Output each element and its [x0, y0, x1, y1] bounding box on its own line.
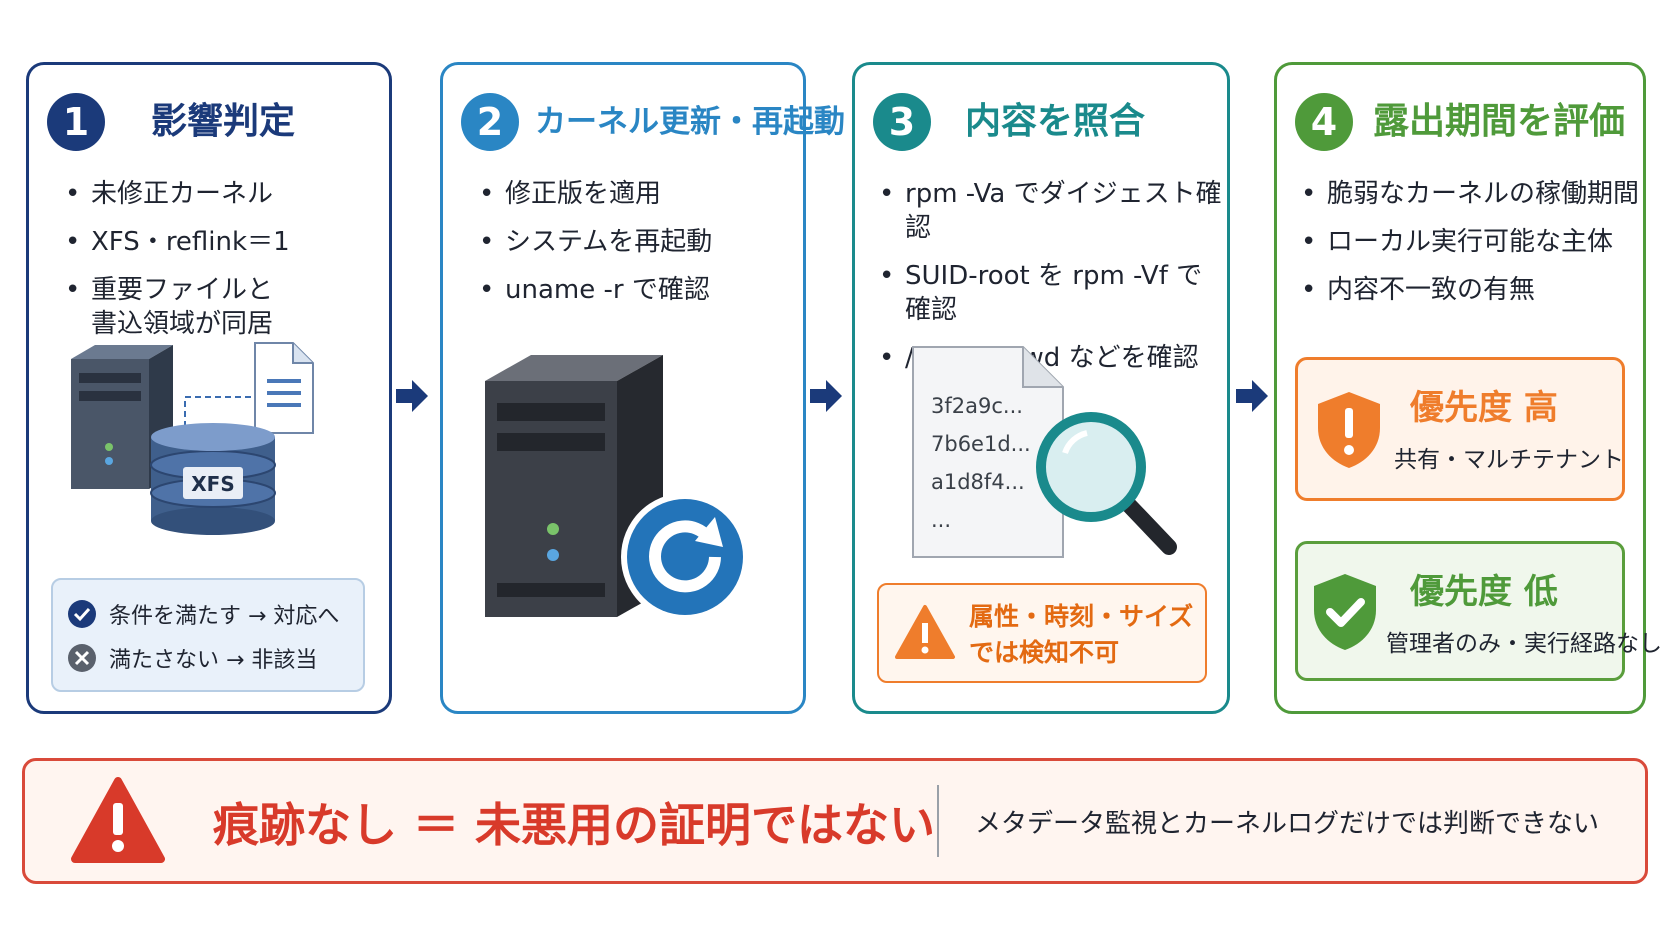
arrow-right-icon	[1236, 380, 1268, 412]
priority-high-box: 優先度 高 共有・マルチテナント	[1295, 357, 1625, 501]
hash-line: ...	[931, 508, 951, 532]
check-circle-icon	[68, 600, 96, 628]
condition-box: 条件を満たす → 対応へ 満たさない → 非該当	[51, 578, 365, 692]
list-item: XFS・reflink＝1	[65, 225, 290, 259]
priority-subtitle: 共有・マルチテナント	[1394, 447, 1624, 473]
magnifier-icon	[1036, 412, 1177, 555]
list-item: 修正版を適用	[479, 177, 712, 211]
priority-subtitle: 管理者のみ・実行経路なし	[1386, 631, 1662, 657]
panel-impact-assessment: 1 影響判定 未修正カーネル XFS・reflink＝1 重要ファイルと 書込領…	[26, 62, 392, 714]
panel-title: カーネル更新・再起動	[535, 104, 845, 140]
list-item: ローカル実行可能な主体	[1301, 225, 1639, 259]
list-item: 内容不一致の有無	[1301, 273, 1639, 307]
list-item: SUID-root を rpm -Vf で確認	[879, 259, 1227, 327]
list-item: 脆弱なカーネルの稼働期間	[1301, 177, 1639, 211]
server-restart-illustration	[485, 355, 749, 621]
list-item: 重要ファイルと 書込領域が同居	[65, 273, 290, 341]
shield-check-icon	[1314, 574, 1376, 650]
disk-label: XFS	[191, 472, 235, 496]
warning-text: 属性・時刻・サイズ では検知不可	[969, 602, 1194, 667]
condition-text: 満たさない → 非該当	[109, 648, 318, 673]
condition-not-met-row: 満たさない → 非該当	[67, 640, 317, 676]
step-number-badge: 3	[873, 93, 931, 151]
panel-content-verification: 3 内容を照合 rpm -Va でダイジェスト確認 SUID-root を rp…	[852, 62, 1230, 714]
panel-exposure-evaluation: 4 露出期間を評価 脆弱なカーネルの稼働期間 ローカル実行可能な主体 内容不一致…	[1274, 62, 1662, 714]
alert-triangle-icon	[71, 777, 165, 863]
warning-triangle-icon	[895, 605, 955, 659]
banner-headline: 痕跡なし ＝ 未悪用の証明ではない	[213, 798, 936, 852]
list-item: システムを再起動	[479, 225, 712, 259]
hash-line: 3f2a9c...	[931, 394, 1023, 418]
bullet-list: 未修正カーネル XFS・reflink＝1 重要ファイルと 書込領域が同居	[65, 177, 290, 355]
list-item: 未修正カーネル	[65, 177, 290, 211]
divider	[937, 785, 939, 857]
arrow-right-icon	[396, 380, 428, 412]
hash-file-illustration: 3f2a9c... 7b6e1d... a1d8f4... ...	[912, 346, 1177, 558]
restart-icon	[621, 493, 749, 621]
panel-kernel-update: 2 カーネル更新・再起動 修正版を適用 システムを再起動 uname -r で確…	[440, 62, 845, 714]
disk-icon: XFS	[150, 423, 276, 535]
bullet-list: 修正版を適用 システムを再起動 uname -r で確認	[479, 177, 712, 321]
server-disk-file-illustration: XFS	[71, 342, 314, 535]
bullet-list: 脆弱なカーネルの稼働期間 ローカル実行可能な主体 内容不一致の有無	[1301, 177, 1639, 321]
condition-text: 条件を満たす → 対応へ	[109, 604, 340, 629]
step-number-badge: 1	[47, 93, 105, 151]
shield-alert-icon	[1318, 392, 1380, 468]
step-number-badge: 2	[461, 93, 519, 151]
list-item: rpm -Va でダイジェスト確認	[879, 177, 1227, 245]
hash-line: a1d8f4...	[931, 470, 1025, 494]
panel-title: 内容を照合	[965, 101, 1146, 142]
file-icon	[254, 342, 314, 434]
priority-low-box: 優先度 低 管理者のみ・実行経路なし	[1295, 541, 1662, 681]
condition-met-row: 条件を満たす → 対応へ	[67, 596, 339, 632]
detection-limit-warning: 属性・時刻・サイズ では検知不可	[877, 583, 1207, 683]
panel-title: 影響判定	[151, 101, 296, 142]
list-item: uname -r で確認	[479, 273, 712, 307]
panel-title: 露出期間を評価	[1373, 101, 1626, 142]
banner-note: メタデータ監視とカーネルログだけでは判断できない	[975, 809, 1600, 839]
hash-line: 7b6e1d...	[931, 432, 1031, 456]
x-circle-icon	[68, 644, 96, 672]
arrow-right-icon	[810, 380, 842, 412]
conclusion-banner: 痕跡なし ＝ 未悪用の証明ではない メタデータ監視とカーネルログだけでは判断でき…	[22, 758, 1648, 884]
priority-title: 優先度 高	[1410, 388, 1558, 428]
step-number-badge: 4	[1295, 93, 1353, 151]
priority-title: 優先度 低	[1410, 572, 1558, 612]
